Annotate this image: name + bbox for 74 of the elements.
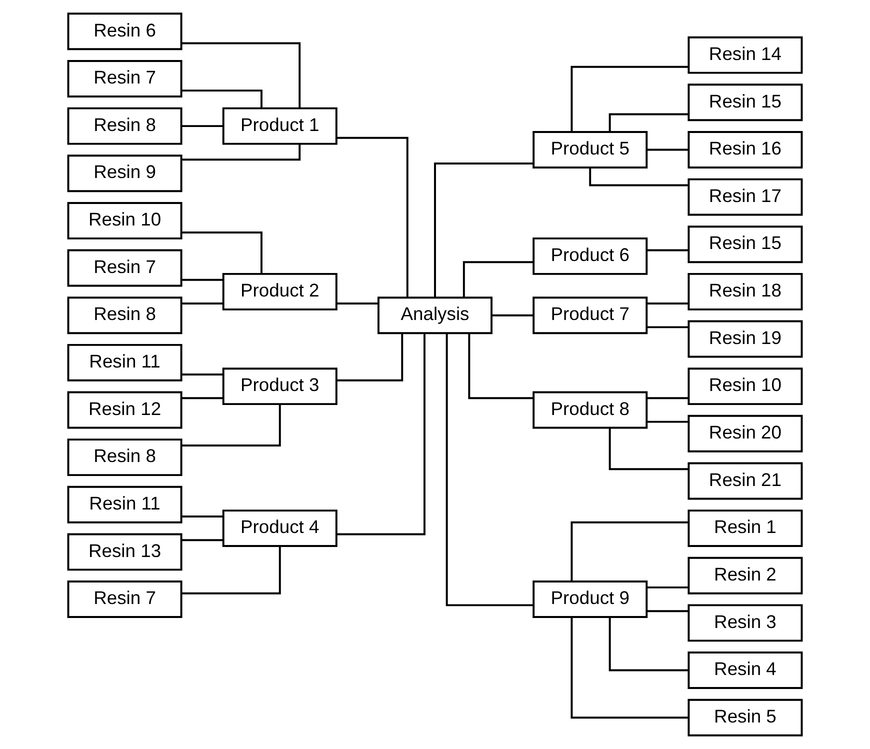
node-box: Resin 12 — [67, 391, 182, 429]
node-box: Resin 11 — [67, 486, 182, 524]
node-box: Resin 6 — [67, 12, 182, 50]
node-box: Resin 19 — [688, 320, 803, 358]
connector — [462, 261, 534, 298]
connector — [570, 521, 688, 582]
node-box: Product 6 — [532, 237, 648, 275]
node-box: Resin 8 — [67, 438, 182, 476]
node-box: Resin 13 — [67, 533, 182, 571]
connector — [646, 249, 688, 252]
connector — [182, 539, 224, 542]
node-box: Resin 17 — [688, 178, 803, 216]
connector — [336, 302, 378, 304]
connector — [336, 136, 408, 298]
connector — [570, 66, 688, 132]
connector — [646, 397, 688, 400]
node-box: Resin 7 — [67, 60, 182, 98]
connector — [182, 302, 224, 304]
node-box: Resin 14 — [688, 36, 803, 74]
node-box: Resin 11 — [67, 344, 182, 382]
connector — [434, 162, 534, 298]
connector — [646, 148, 688, 151]
node-box: Product 8 — [532, 391, 648, 429]
connector — [182, 374, 224, 376]
node-box: Resin 1 — [688, 510, 803, 548]
connector — [336, 333, 404, 382]
node-box: Resin 10 — [688, 368, 803, 406]
node-box: Product 3 — [222, 368, 338, 406]
connector — [182, 515, 224, 518]
connector — [646, 610, 688, 612]
connector — [646, 586, 688, 588]
connector — [608, 428, 689, 470]
connector — [608, 617, 689, 672]
connector — [646, 420, 688, 423]
node-box: Resin 10 — [67, 202, 182, 240]
node-box: Product 2 — [222, 272, 338, 310]
connector — [182, 125, 224, 128]
connector — [646, 326, 688, 328]
connector — [182, 42, 301, 108]
connector — [182, 278, 224, 281]
node-box: Resin 8 — [67, 296, 182, 334]
connector — [336, 333, 426, 536]
connector — [646, 302, 688, 304]
connector — [589, 168, 688, 186]
connector — [182, 232, 262, 274]
node-box: Resin 2 — [688, 556, 803, 594]
node-box: Resin 9 — [67, 154, 182, 192]
node-box: Product 7 — [532, 296, 648, 334]
connector — [446, 333, 534, 606]
node-box: Resin 15 — [688, 84, 803, 122]
connector — [182, 546, 281, 594]
node-box: Product 1 — [222, 107, 338, 145]
node-box: Resin 4 — [688, 652, 803, 689]
node-box: Resin 7 — [67, 580, 182, 618]
connector — [492, 314, 534, 316]
node-box: Resin 16 — [688, 130, 803, 168]
connector — [570, 617, 688, 719]
node-box: Resin 5 — [688, 698, 803, 736]
node-box: Resin 21 — [688, 462, 803, 500]
node-box: Resin 8 — [67, 107, 182, 145]
node-box: Product 9 — [532, 580, 648, 618]
connector — [182, 90, 262, 108]
node-box: Resin 20 — [688, 414, 803, 452]
connector — [182, 397, 224, 400]
node-box: Analysis — [378, 296, 492, 334]
connector — [608, 113, 689, 132]
node-box: Resin 7 — [67, 249, 182, 287]
node-box: Resin 3 — [688, 604, 803, 642]
node-box: Product 4 — [222, 510, 338, 548]
connector — [468, 333, 534, 400]
connector — [182, 404, 281, 446]
node-box: Product 5 — [532, 130, 648, 168]
node-box: Resin 15 — [688, 226, 803, 264]
node-box: Resin 18 — [688, 272, 803, 310]
